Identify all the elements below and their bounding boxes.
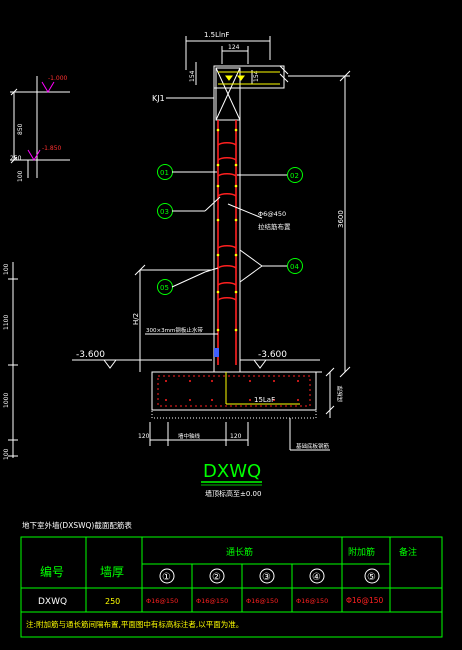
table-note: 注:附加筋与通长筋间隔布置,平面图中有标高标注者,以平面为准。 [26,619,243,629]
callouts [157,164,303,295]
header-remarks: 备注 [399,546,417,558]
bar-no-1: ① [162,572,171,583]
column-cross [215,67,241,121]
header-thickness: 墙厚 [100,565,124,579]
right-level: -3.600 [258,350,287,360]
top-dim-label: 1.5LlnF [204,31,229,39]
half-height-label: H/2 [132,313,140,325]
bar-note-3: 300×3mm钢板止水带 [146,326,203,334]
bar-note-1: Φ6@450 [258,210,286,218]
left-level: -3.600 [76,350,105,360]
callout-05: 05 [160,284,169,292]
bar-number-circles [159,568,380,584]
drawing-subtitle: 墙顶标高至±0.00 [205,489,261,498]
bar-no-2: ② [212,572,221,583]
foundation-dots [165,380,299,401]
waterstop-mark [214,348,219,357]
level-markers [72,359,320,369]
mini-bottom-level: -1.850 [42,145,62,152]
bar-no-3: ③ [262,572,271,583]
callout-04: 04 [290,263,299,271]
top-dimensions [185,36,271,85]
base-right-dim: 120 [230,433,242,440]
mini-left-dim: 250 [10,155,22,162]
rebar-table [20,536,443,638]
height-dim-label: 3600 [337,210,345,228]
left-dim-4: 100 [3,448,10,460]
mini-base-dim: 100 [17,170,24,182]
row-id: DXWQ [38,597,67,607]
slab-rebar [218,71,280,85]
left-dim-1: 100 [3,263,10,275]
table-caption: 地下室外墙(DXSWQ)截面配筋表 [22,520,132,530]
top-slab [213,65,289,372]
callout-02: 02 [290,172,299,180]
row-bar-5: Φ16@150 [346,596,383,605]
bar-no-4: ④ [312,572,321,583]
bar-note-leader [227,203,263,219]
foundation [151,367,335,419]
bar-no-5: ⑤ [367,572,376,583]
right-height-dimension [288,70,351,378]
left-dimension-chain [8,262,18,458]
half-height-dimension [134,264,212,372]
wall-rebar-dots [216,128,238,332]
row-bar-4: Φ16@150 [296,597,328,605]
base-note: 基础底板钢筋 [296,442,330,450]
lap-label: 15LaF [254,396,275,404]
slab-side-label: 154 [253,70,260,82]
base-dimensions [149,422,249,446]
row-bar-3: Φ16@150 [246,597,278,605]
kj-label: KJ1 [152,94,165,103]
left-dim-3: 1000 [3,393,10,408]
header-through-bars: 通长筋 [226,546,253,558]
bar-note-2: 拉结筋布置 [258,222,291,231]
top-width-label: 124 [228,44,240,51]
mini-height: 850 [17,123,24,135]
mini-top-level: -1.000 [48,75,68,82]
row-bar-2: Φ16@150 [196,597,228,605]
row-bar-1: Φ16@150 [146,597,178,605]
drawing-title: DXWQ [203,461,261,482]
header-extra-bars: 附加筋 [348,546,375,558]
top-slab-label: 154 [189,70,196,82]
right-side-note: 底板厚 [336,385,344,402]
header-id: 编号 [40,564,64,579]
base-mid-dim: 墙中轴线 [178,432,201,440]
callout-01: 01 [160,169,169,177]
wall-rebar [217,120,237,365]
left-dim-2: 1100 [3,315,10,330]
mini-section-detail [10,76,70,178]
row-thickness: 250 [105,597,120,606]
base-left-dim: 120 [138,433,150,440]
callout-03: 03 [160,208,169,216]
